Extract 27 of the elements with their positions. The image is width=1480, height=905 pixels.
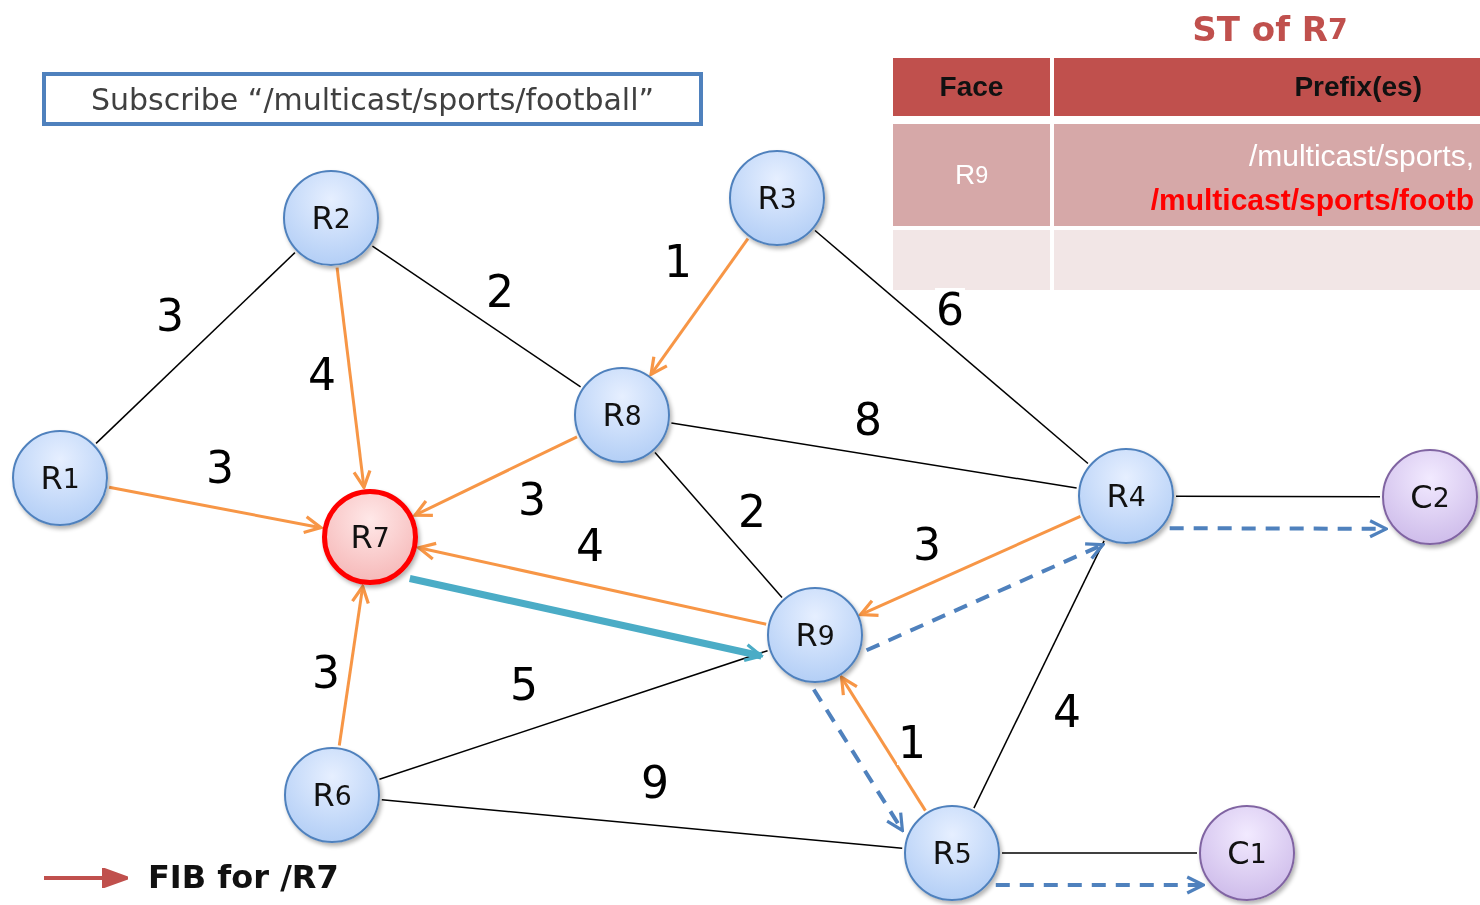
arrow — [413, 435, 578, 518]
arrow — [108, 485, 323, 535]
arrow — [865, 542, 1105, 653]
link-line — [371, 245, 582, 388]
message-box: Subscribe “/multicast/sports/football” — [42, 72, 703, 126]
table-header: Face — [893, 58, 1050, 116]
arrow — [335, 267, 372, 489]
legend-text: FIB for /R7 — [148, 858, 339, 896]
link-line — [670, 422, 1078, 489]
table-header: Prefix(es) — [1054, 58, 1480, 116]
link-line — [814, 229, 1089, 465]
arrow — [840, 675, 927, 812]
link-line — [1001, 852, 1198, 854]
link-line — [95, 251, 296, 445]
link-line — [973, 540, 1105, 809]
arrow — [337, 584, 370, 746]
arrow — [649, 237, 750, 376]
arrow — [812, 688, 905, 833]
link-line — [654, 451, 783, 599]
link-line — [378, 649, 769, 781]
link-line — [381, 798, 903, 850]
arrow — [859, 515, 1081, 617]
link-line — [1175, 495, 1381, 498]
table-cell: /multicast/sports, /multicast/sports/footb — [1054, 124, 1480, 226]
arrow — [995, 875, 1205, 895]
arrow — [409, 575, 764, 662]
arrow — [1169, 519, 1388, 539]
